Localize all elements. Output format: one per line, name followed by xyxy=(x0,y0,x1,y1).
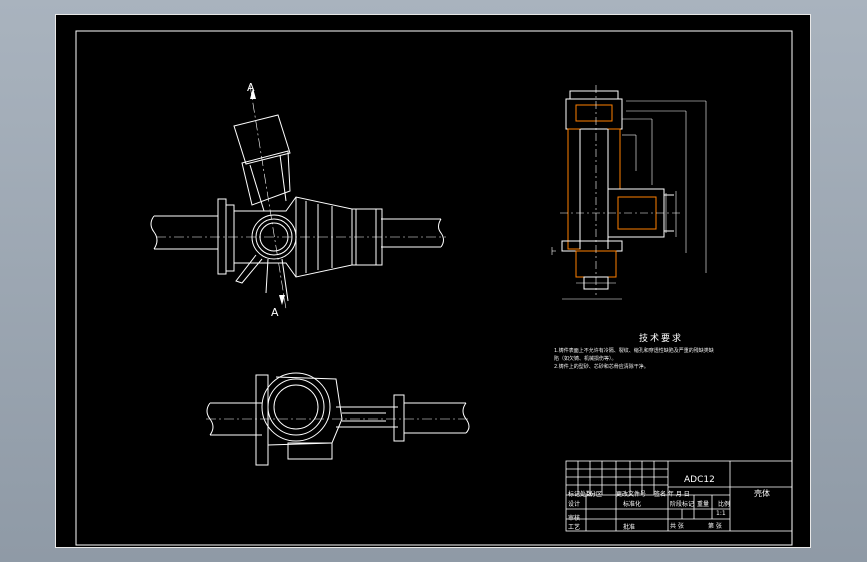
weight-label: 重量 xyxy=(697,501,710,508)
tech-req-line-3: 2.铸件上的型砂、芯砂和芯骨应清除干净。 xyxy=(554,364,649,370)
col-sign-date: 签名 年 月 日 xyxy=(654,491,690,498)
part-name: 壳体 xyxy=(754,489,770,498)
section-marker-top: A xyxy=(247,81,255,94)
tech-req-line-1: 1.铸件表面上不允许有冷隔、裂纹、缩孔和穿透性缺陷及严重的残缺类缺 xyxy=(554,348,714,354)
sheet-no-label: 第 张 xyxy=(708,523,722,530)
title-block xyxy=(565,460,793,532)
craft-label: 工艺 xyxy=(568,524,581,531)
drawing-sheet: A A 技术要求 1.铸件表面上不允许有冷隔、裂纹、缩孔和穿透性缺陷及严重的残缺… xyxy=(55,14,811,548)
section-view xyxy=(551,85,707,300)
check-label: 审核 xyxy=(568,515,581,522)
top-view xyxy=(206,372,470,466)
scale-value: 1:1 xyxy=(716,510,726,517)
col-zone: 分区 xyxy=(590,491,603,498)
col-mark-count: 标记处数 xyxy=(568,491,593,498)
scale-label: 比例 xyxy=(718,501,731,508)
front-view xyxy=(150,84,446,310)
approve-label: 批准 xyxy=(623,524,636,531)
tech-req-title: 技术要求 xyxy=(639,334,684,344)
material-label: ADC12 xyxy=(684,475,715,485)
stage-label: 阶段标记 xyxy=(670,501,695,508)
design-label: 设计 xyxy=(568,501,581,508)
tech-req-line-2: 陷（如欠铸、机械损伤等）。 xyxy=(554,356,617,362)
standardize-label: 标准化 xyxy=(623,501,642,508)
col-change-doc: 更改文件号 xyxy=(616,491,647,498)
section-marker-bottom: A xyxy=(271,306,279,319)
sheets-label: 共 张 xyxy=(670,523,684,530)
inner-frame xyxy=(75,30,793,546)
cad-drawing-canvas xyxy=(75,30,793,546)
